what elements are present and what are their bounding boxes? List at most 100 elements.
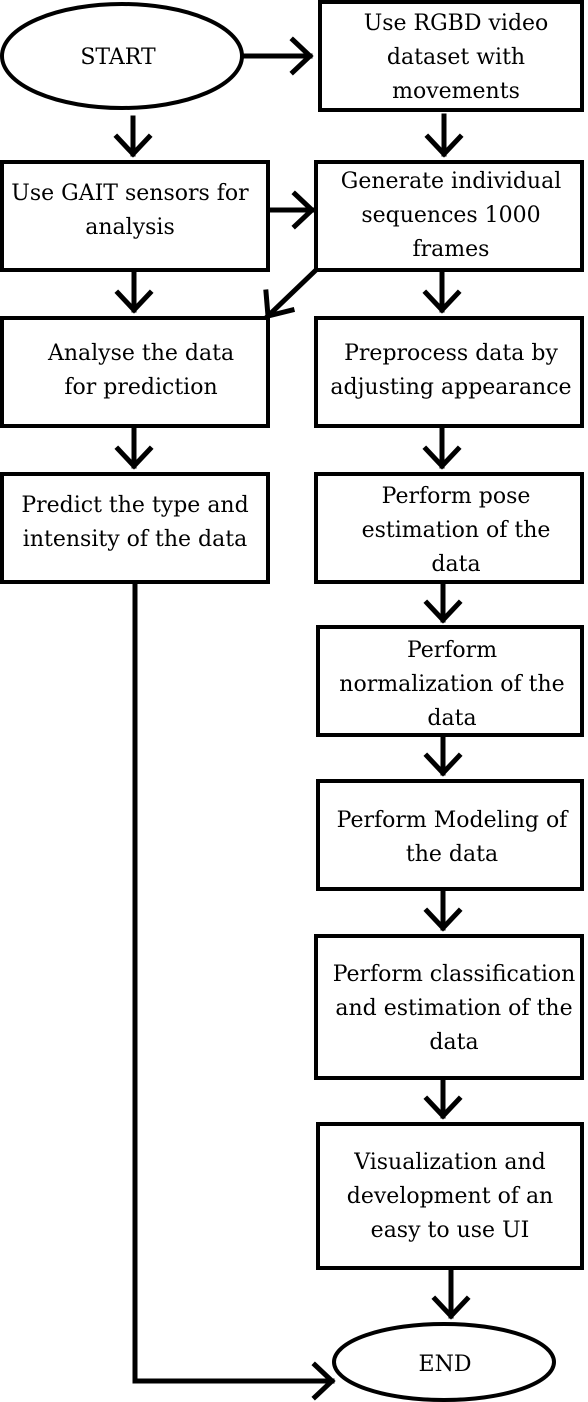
edge-analyse-predict-arrowhead xyxy=(114,445,154,470)
node-rgbd-shape xyxy=(318,0,584,112)
edge-start-gait-arrowhead xyxy=(113,133,153,158)
node-preprocess: Preprocess data by adjusting appearance xyxy=(314,316,584,428)
node-normalize-label: Perform normalization of the data xyxy=(339,638,564,731)
edge-pose-normalize-arrowhead xyxy=(423,599,463,624)
node-generate-line-2: frames xyxy=(413,237,490,262)
node-pose: Perform pose estimation of the data xyxy=(314,472,584,584)
node-predict: Predict the type and intensity of the dat… xyxy=(0,472,270,584)
edge-generate-preprocess-arrowhead xyxy=(422,289,462,314)
node-analyse-line-0: Analyse the data xyxy=(47,341,234,366)
node-visualization-label: Visualization and development of an easy t… xyxy=(347,1150,553,1243)
edge-visualization-end xyxy=(431,1267,471,1320)
node-visualization-line-1: development of an xyxy=(347,1184,553,1209)
edge-generate-preprocess xyxy=(422,269,462,314)
node-generate-shape xyxy=(314,160,584,272)
node-analyse: Analyse the data for prediction xyxy=(0,316,270,428)
node-end-shape xyxy=(332,1322,556,1402)
node-preprocess-label: Preprocess data by adjusting appearance xyxy=(330,341,571,400)
node-end-label: END xyxy=(419,1352,472,1377)
edge-normalize-modeling xyxy=(423,734,463,777)
edge-gait-generate-arrowhead xyxy=(291,190,316,230)
edge-modeling-classification-arrowhead xyxy=(423,907,463,932)
node-start-line-0: START xyxy=(80,45,156,70)
node-generate-line-0: Generate individual xyxy=(341,169,561,194)
node-modeling-line-1: the data xyxy=(406,842,498,867)
edge-pose-normalize xyxy=(423,581,463,624)
node-classification-line-2: data xyxy=(429,1030,478,1055)
node-preprocess-line-0: Preprocess data by xyxy=(344,341,558,366)
edge-classification-visualization-arrowhead xyxy=(423,1095,463,1120)
edge-start-rgbd-arrowhead xyxy=(289,36,314,76)
edge-generate-analyse xyxy=(263,266,320,320)
node-normalize-line-2: data xyxy=(427,706,476,731)
node-normalize: Perform normalization of the data xyxy=(316,625,584,737)
edge-rgbd-generate xyxy=(424,113,464,158)
node-normalize-line-1: normalization of the xyxy=(339,672,564,697)
node-gait-line-1: analysis xyxy=(85,215,174,240)
edge-gait-generate xyxy=(265,190,316,230)
edge-gait-analyse-arrowhead xyxy=(114,289,154,314)
node-classification-shape xyxy=(314,934,584,1080)
node-predict-line-1: intensity of the data xyxy=(23,527,247,552)
edge-start-rgbd xyxy=(241,36,314,76)
node-normalize-line-0: Perform xyxy=(407,638,497,663)
node-pose-line-1: estimation of the xyxy=(362,518,551,543)
node-visualization-line-0: Visualization and xyxy=(353,1150,546,1175)
edge-classification-visualization xyxy=(423,1077,463,1120)
node-rgbd-line-1: dataset with xyxy=(387,45,525,70)
node-visualization: Visualization and development of an easy t… xyxy=(316,1122,584,1270)
node-predict-line-0: Predict the type and xyxy=(21,493,248,518)
node-rgbd-line-0: Use RGBD video xyxy=(364,11,549,36)
node-analyse-shape xyxy=(0,316,270,428)
node-pose-line-2: data xyxy=(431,552,480,577)
edge-preprocess-pose-arrowhead xyxy=(422,445,462,470)
node-classification-label: Perform classification and estimation of … xyxy=(333,962,576,1055)
node-modeling-shape xyxy=(316,779,584,891)
edge-analyse-predict xyxy=(114,425,154,470)
node-gait-line-0: Use GAIT sensors for xyxy=(11,181,249,206)
node-gait-label: Use GAIT sensors for analysis xyxy=(11,181,249,240)
node-gait: Use GAIT sensors for analysis xyxy=(0,160,270,272)
edges xyxy=(113,36,471,1401)
node-start: START xyxy=(0,2,244,110)
node-predict-label: Predict the type and intensity of the dat… xyxy=(21,493,248,552)
node-end-line-0: END xyxy=(419,1352,472,1377)
edge-rgbd-generate-arrowhead xyxy=(424,133,464,158)
edge-generate-analyse-line xyxy=(264,266,320,320)
edge-visualization-end-arrowhead xyxy=(431,1295,471,1320)
node-visualization-line-2: easy to use UI xyxy=(371,1218,530,1243)
node-end: END xyxy=(332,1322,556,1402)
edge-modeling-classification xyxy=(423,889,463,932)
edge-predict-end-arrowhead xyxy=(311,1361,336,1401)
node-classification: Perform classification and estimation of … xyxy=(314,934,584,1080)
node-predict-shape xyxy=(0,472,270,584)
edge-predict-end xyxy=(132,581,336,1401)
edge-gait-analyse xyxy=(114,269,154,314)
node-rgbd: Use RGBD video dataset with movements xyxy=(318,0,584,112)
node-normalize-shape xyxy=(316,625,584,737)
edge-preprocess-pose xyxy=(422,427,462,470)
node-classification-line-0: Perform classification xyxy=(333,962,576,987)
node-pose-label: Perform pose estimation of the data xyxy=(362,484,551,577)
edge-normalize-modeling-arrowhead xyxy=(423,752,463,777)
node-preprocess-line-1: adjusting appearance xyxy=(330,375,571,400)
node-start-label: START xyxy=(80,45,156,70)
node-rgbd-label: Use RGBD video dataset with movements xyxy=(364,11,549,104)
node-pose-shape xyxy=(314,472,584,584)
node-start-shape xyxy=(0,2,244,110)
edge-predict-end-line xyxy=(132,581,335,1384)
node-gait-shape xyxy=(0,160,270,272)
node-rgbd-line-2: movements xyxy=(392,79,520,104)
node-pose-line-0: Perform pose xyxy=(382,484,531,509)
node-visualization-shape xyxy=(316,1122,584,1270)
node-preprocess-shape xyxy=(314,316,584,428)
edge-start-gait xyxy=(113,115,153,158)
node-classification-line-1: and estimation of the xyxy=(335,996,572,1021)
node-analyse-line-1: for prediction xyxy=(64,375,217,400)
